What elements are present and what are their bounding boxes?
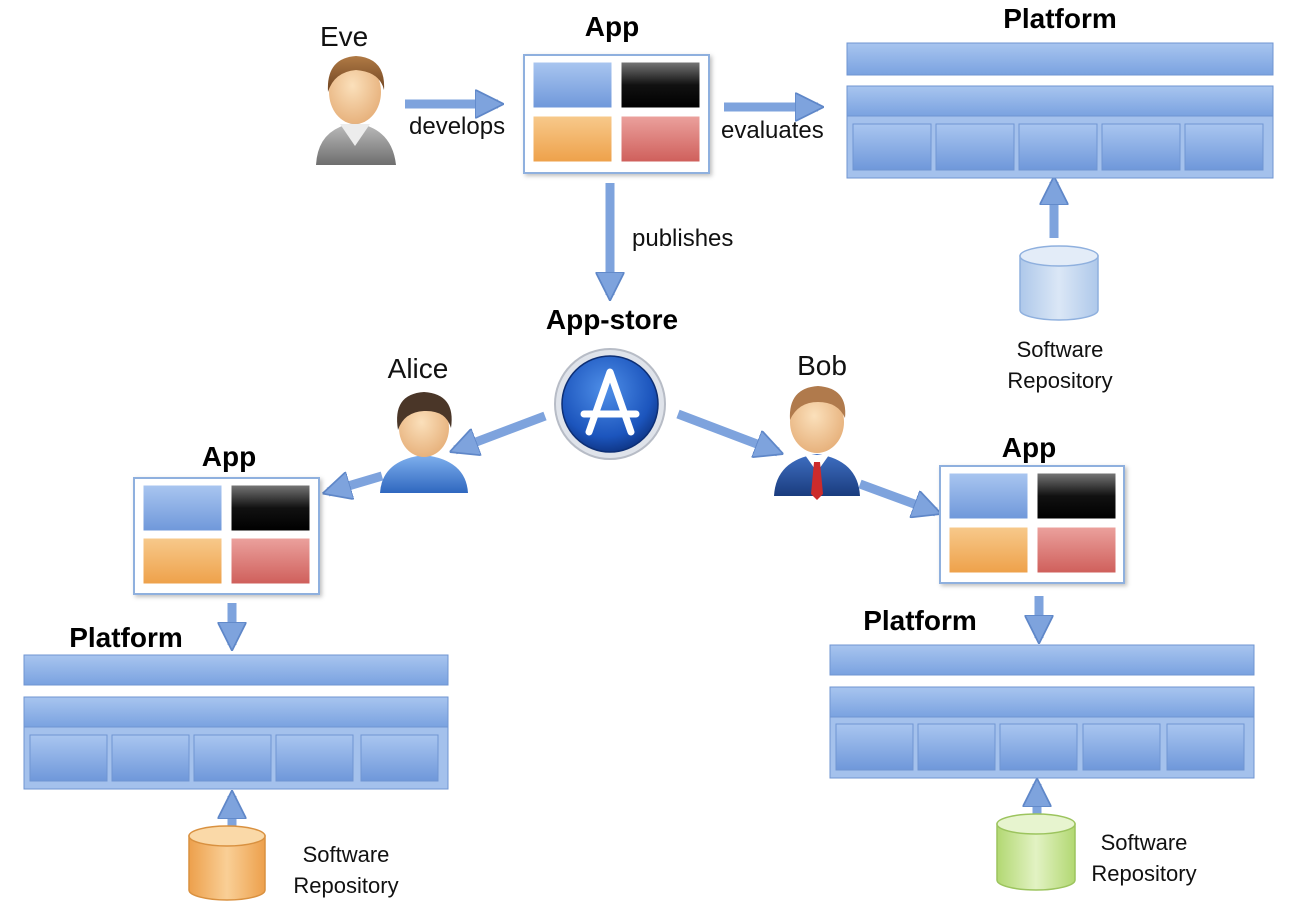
actor-alice-name: Alice xyxy=(388,353,449,384)
repository-left-line1: Software xyxy=(303,842,390,867)
platform-left: Platform xyxy=(23,622,449,790)
platform-top-cell-5 xyxy=(1184,123,1264,171)
actor-alice: Alice xyxy=(380,353,468,493)
app-top-block-blue xyxy=(532,61,613,109)
platform-right-cell-2 xyxy=(917,723,996,771)
person-alice-icon xyxy=(380,392,468,493)
platform-left-title: Platform xyxy=(69,622,183,653)
arrow-store-to-alice xyxy=(455,411,547,450)
platform-right-cell-5 xyxy=(1166,723,1245,771)
repository-top-line2: Repository xyxy=(1007,368,1112,393)
app-left: App xyxy=(133,441,320,595)
app-top-block-black xyxy=(620,61,701,109)
platform-right-bar-1 xyxy=(829,644,1255,676)
platform-left-cell-4 xyxy=(275,734,354,782)
app-left-block-red xyxy=(230,537,311,585)
app-top-block-orange xyxy=(532,115,613,163)
label-develops: develops xyxy=(409,113,505,140)
app-top-title: App xyxy=(585,11,639,42)
arrow-store-to-bob xyxy=(676,409,778,452)
actor-bob: Bob xyxy=(774,350,860,500)
repository-right-line2: Repository xyxy=(1091,861,1196,886)
platform-top-bar-2 xyxy=(846,85,1274,117)
platform-right-cell-1 xyxy=(835,723,914,771)
actor-bob-name: Bob xyxy=(797,350,847,381)
app-left-block-blue xyxy=(142,484,223,532)
arrows xyxy=(232,104,1054,826)
actor-eve-name: Eve xyxy=(320,21,368,52)
platform-left-bar-1 xyxy=(23,654,449,686)
person-eve-icon xyxy=(316,56,396,165)
app-right: App xyxy=(939,432,1125,584)
platform-left-bar-2 xyxy=(23,696,449,728)
repository-right-line1: Software xyxy=(1101,830,1188,855)
app-right-block-black xyxy=(1036,472,1117,520)
repository-right: Software Repository xyxy=(996,813,1197,891)
platform-right-cell-4 xyxy=(1082,723,1161,771)
app-store: App-store xyxy=(546,304,678,460)
app-store-title: App-store xyxy=(546,304,678,335)
platform-top-cell-3 xyxy=(1018,123,1098,171)
app-store-icon xyxy=(554,348,666,460)
platform-left-cell-5 xyxy=(360,734,439,782)
platform-top: Platform xyxy=(846,3,1274,179)
database-right-icon xyxy=(996,813,1076,891)
label-evaluates: evaluates xyxy=(721,117,824,144)
app-right-block-blue xyxy=(948,472,1029,520)
app-top: App xyxy=(523,11,710,174)
platform-right-title: Platform xyxy=(863,605,977,636)
arrow-alice-to-app xyxy=(328,476,384,492)
platform-top-title: Platform xyxy=(1003,3,1117,34)
app-right-block-red xyxy=(1036,526,1117,574)
repository-top: Software Repository xyxy=(1007,245,1113,393)
app-left-title: App xyxy=(202,441,256,472)
repository-left: Software Repository xyxy=(188,825,399,901)
platform-top-bar-1 xyxy=(846,42,1274,76)
platform-left-cell-3 xyxy=(193,734,272,782)
platform-right-cell-3 xyxy=(999,723,1078,771)
person-bob-icon xyxy=(774,386,860,500)
database-top-icon xyxy=(1019,245,1099,321)
repository-top-line1: Software xyxy=(1017,337,1104,362)
app-left-block-orange xyxy=(142,537,223,585)
label-publishes: publishes xyxy=(632,225,733,252)
platform-left-cell-2 xyxy=(111,734,190,782)
app-top-block-red xyxy=(620,115,701,163)
platform-top-cell-4 xyxy=(1101,123,1181,171)
app-right-block-orange xyxy=(948,526,1029,574)
platform-top-cell-2 xyxy=(935,123,1015,171)
platform-right: Platform xyxy=(829,605,1255,779)
app-left-block-black xyxy=(230,484,311,532)
platform-right-bar-2 xyxy=(829,686,1255,718)
platform-top-cell-1 xyxy=(852,123,932,171)
app-right-title: App xyxy=(1002,432,1056,463)
platform-left-cell-1 xyxy=(29,734,108,782)
repository-left-line2: Repository xyxy=(293,873,398,898)
arrow-bob-to-app xyxy=(858,479,936,512)
database-left-icon xyxy=(188,825,266,901)
actor-eve: Eve xyxy=(316,21,396,165)
